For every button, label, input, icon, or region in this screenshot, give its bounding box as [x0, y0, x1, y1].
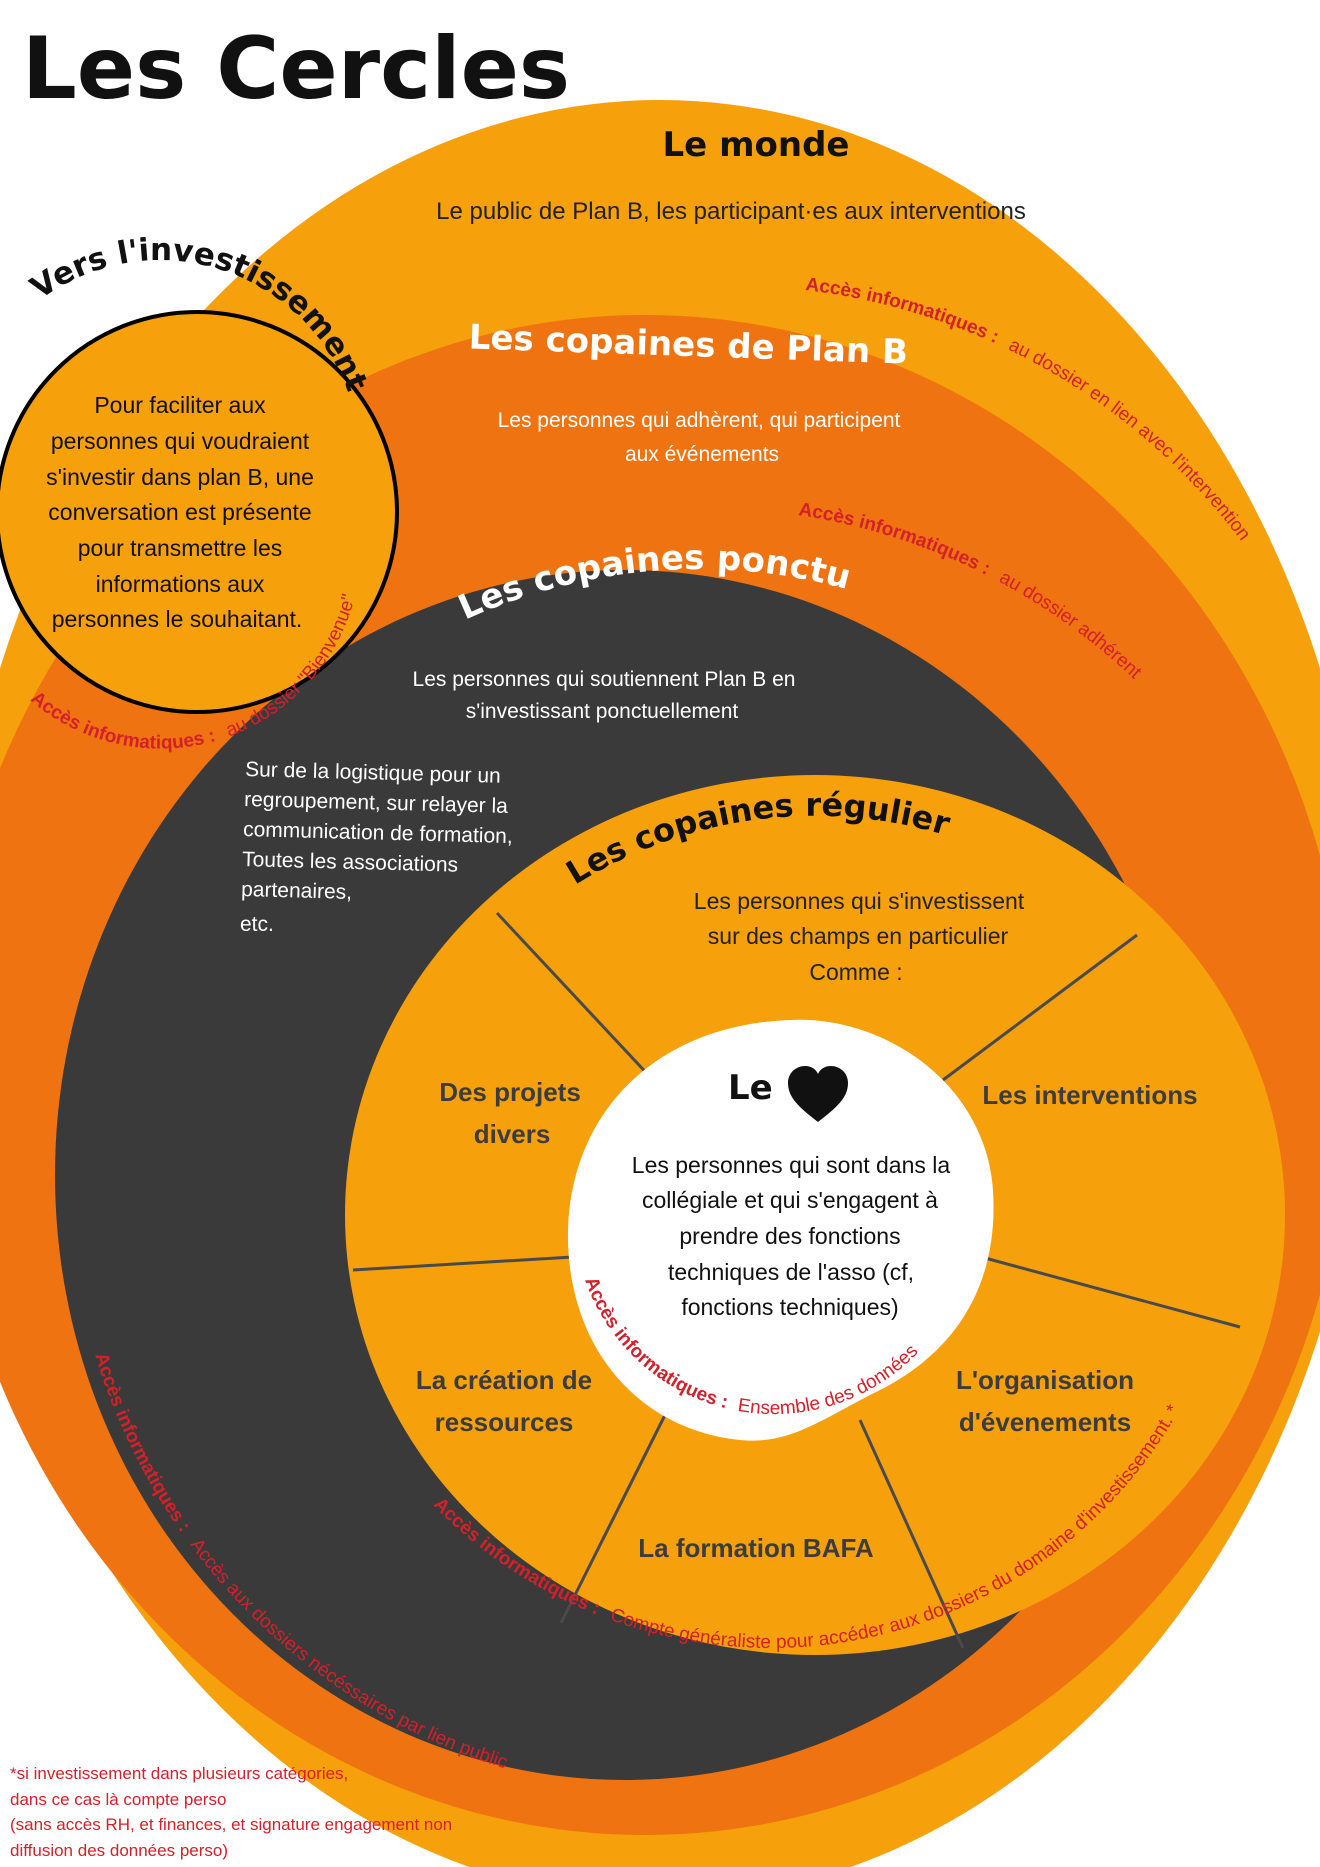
page-title: Les Cercles: [22, 19, 570, 119]
footnote-line: *si investissement dans plusieurs catégo…: [10, 1764, 348, 1783]
coeur-line: fonctions techniques): [681, 1294, 898, 1320]
segment-organisation-2: d'évenements: [959, 1407, 1131, 1437]
heart-icon: [788, 1066, 848, 1122]
regulieres-description-3: Comme :: [809, 959, 902, 985]
coeur-description: Les personnes qui sont dans la collégial…: [632, 1152, 951, 1320]
ponctuelles-examples: Sur de la logistique pour un regroupemen…: [240, 758, 513, 936]
ponctuelles-description-2: s'investissant ponctuellement: [466, 700, 739, 723]
example-line: etc.: [240, 913, 274, 936]
segment-creation-1: La création de: [416, 1365, 592, 1395]
regulieres-description-2: sur des champs en particulier: [708, 923, 1009, 949]
coeur-line: techniques de l'asso (cf,: [668, 1259, 914, 1285]
investissement-description: Pour faciliter aux personnes qui voudrai…: [46, 392, 314, 632]
investissement-line: s'investir dans plan B, une: [46, 464, 314, 490]
coeur-title: Le: [728, 1068, 773, 1108]
example-line: Toutes les associations: [242, 848, 458, 877]
example-line: partenaires,: [241, 878, 352, 904]
footnote: *si investissement dans plusieurs catégo…: [10, 1764, 452, 1860]
investissement-line: personnes qui voudraient: [51, 428, 310, 454]
segment-creation-2: ressources: [435, 1407, 574, 1437]
segment-organisation-1: L'organisation: [956, 1365, 1134, 1395]
segment-formation-bafa: La formation BAFA: [638, 1533, 874, 1563]
footnote-line: diffusion des données perso): [10, 1841, 228, 1860]
coeur-line: prendre des fonctions: [679, 1223, 900, 1249]
plan-b-description-2: aux événements: [625, 443, 779, 466]
plan-b-description-1: Les personnes qui adhèrent, qui particip…: [498, 409, 901, 432]
coeur-line: Les personnes qui sont dans la: [632, 1152, 951, 1178]
segment-dividers: [352, 911, 1241, 1649]
regulieres-description-1: Les personnes qui s'investissent: [694, 888, 1025, 914]
heart-circle: [567, 1019, 994, 1441]
investissement-line: personnes le souhaitant.: [52, 606, 303, 632]
segment-projets-divers-2: divers: [474, 1119, 551, 1149]
segment-projets-divers-1: Des projets: [439, 1077, 581, 1107]
coeur-line: collégiale et qui s'engagent à: [642, 1187, 938, 1213]
investissement-circle: [0, 310, 399, 714]
monde-title: Le monde: [663, 125, 850, 165]
footnote-line: dans ce cas là compte perso: [10, 1790, 226, 1809]
investissement-line: conversation est présente: [48, 499, 311, 525]
segment-interventions: Les interventions: [982, 1080, 1197, 1110]
monde-description: Le public de Plan B, les participant·es …: [436, 198, 1026, 225]
footnote-line: (sans accès RH, et finances, et signatur…: [10, 1815, 452, 1834]
ponctuelles-description-1: Les personnes qui soutiennent Plan B en: [413, 668, 796, 691]
investissement-line: pour transmettre les: [78, 535, 283, 561]
investissement-line: Pour faciliter aux: [94, 392, 266, 418]
investissement-line: informations aux: [96, 571, 265, 597]
